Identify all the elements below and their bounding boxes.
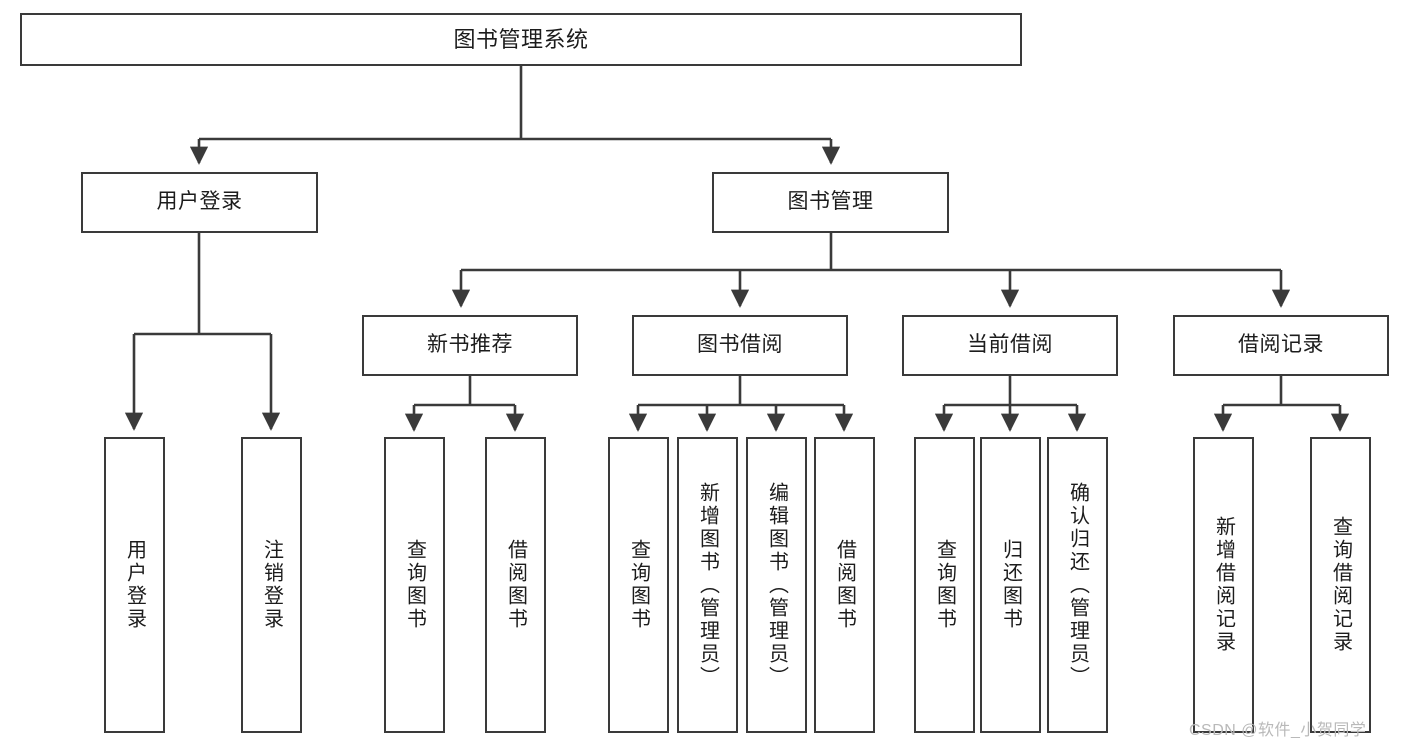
node-current-borrow[interactable]: 当前借阅 — [902, 315, 1118, 376]
edges-book-borrow-branch — [628, 376, 854, 432]
node-current-borrow-label: 当前借阅 — [967, 333, 1053, 357]
node-root-label: 图书管理系统 — [453, 26, 589, 52]
node-leaf-query-book-3-label: 查询图书 — [933, 539, 956, 631]
node-leaf-query-book-1[interactable]: 查询图书 — [384, 437, 445, 733]
node-leaf-add-book-label: 新增图书（管理员） — [696, 481, 719, 689]
node-leaf-borrow-book-1[interactable]: 借阅图书 — [485, 437, 546, 733]
edges-user-login-branch — [124, 233, 281, 431]
node-leaf-query-record[interactable]: 查询借阅记录 — [1310, 437, 1371, 733]
node-leaf-user-login[interactable]: 用户登录 — [104, 437, 165, 733]
edges-current-borrow-branch — [934, 376, 1087, 432]
node-user-login-label: 用户登录 — [156, 190, 243, 214]
node-leaf-query-book-1-label: 查询图书 — [403, 539, 426, 631]
node-leaf-borrow-book-2[interactable]: 借阅图书 — [814, 437, 875, 733]
node-leaf-confirm-return[interactable]: 确认归还（管理员） — [1047, 437, 1108, 733]
node-leaf-query-book-3[interactable]: 查询图书 — [914, 437, 975, 733]
node-leaf-return-book-label: 归还图书 — [999, 539, 1022, 631]
node-book-borrow-label: 图书借阅 — [697, 333, 783, 357]
node-leaf-edit-book-label: 编辑图书（管理员） — [765, 481, 788, 689]
node-leaf-query-record-label: 查询借阅记录 — [1329, 516, 1352, 654]
node-leaf-query-book-2-label: 查询图书 — [627, 539, 650, 631]
node-new-book-rec-label: 新书推荐 — [427, 333, 513, 357]
edges-borrow-record-branch — [1213, 376, 1350, 432]
node-new-book-rec[interactable]: 新书推荐 — [362, 315, 578, 376]
node-leaf-confirm-return-label: 确认归还（管理员） — [1066, 481, 1089, 689]
node-root[interactable]: 图书管理系统 — [20, 13, 1022, 66]
node-leaf-logout-label: 注销登录 — [260, 539, 283, 631]
node-book-manage-label: 图书管理 — [787, 190, 874, 214]
node-borrow-record[interactable]: 借阅记录 — [1173, 315, 1389, 376]
node-leaf-edit-book[interactable]: 编辑图书（管理员） — [746, 437, 807, 733]
node-leaf-add-record-label: 新增借阅记录 — [1212, 516, 1235, 654]
node-book-manage[interactable]: 图书管理 — [712, 172, 949, 233]
node-book-borrow[interactable]: 图书借阅 — [632, 315, 848, 376]
node-leaf-borrow-book-1-label: 借阅图书 — [504, 539, 527, 631]
node-borrow-record-label: 借阅记录 — [1238, 333, 1324, 357]
edges-new-book-rec-branch — [404, 376, 525, 432]
node-leaf-borrow-book-2-label: 借阅图书 — [833, 539, 856, 631]
node-leaf-add-book[interactable]: 新增图书（管理员） — [677, 437, 738, 733]
node-leaf-query-book-2[interactable]: 查询图书 — [608, 437, 669, 733]
csdn-watermark: CSDN @软件_小贺同学 — [1189, 722, 1367, 739]
node-leaf-return-book[interactable]: 归还图书 — [980, 437, 1041, 733]
node-leaf-add-record[interactable]: 新增借阅记录 — [1193, 437, 1254, 733]
node-leaf-logout[interactable]: 注销登录 — [241, 437, 302, 733]
edges-book-manage-branch — [451, 233, 1291, 308]
node-user-login[interactable]: 用户登录 — [81, 172, 318, 233]
node-leaf-user-login-label: 用户登录 — [123, 539, 146, 631]
edges-root-to-level1 — [189, 66, 841, 165]
